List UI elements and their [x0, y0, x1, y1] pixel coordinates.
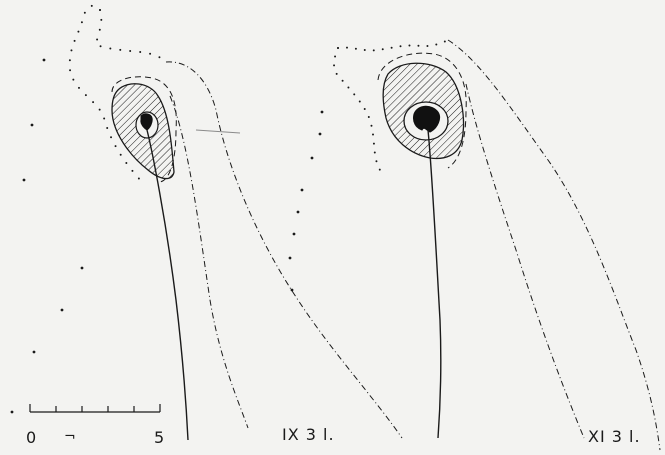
- panel-label-left: IX 3 l.: [282, 425, 335, 444]
- left-solid-stalk: [146, 129, 189, 441]
- panel-left: [10, 4, 403, 441]
- panel-label-right: XI 3 l.: [588, 427, 641, 446]
- scale-bar-label-mark: ¬: [64, 429, 76, 445]
- right-solid-stalk: [427, 129, 442, 439]
- right-dark-nucleus: [413, 105, 441, 133]
- scale-bar-line: [29, 404, 161, 413]
- left-stray-mark: [195, 129, 241, 134]
- right-dashdot-inner: [465, 83, 585, 439]
- left-dark-nucleus: [140, 113, 153, 131]
- scale-bar-label-end: 5: [154, 428, 164, 447]
- panel-right: [288, 39, 661, 451]
- right-dashdot-outline: [447, 39, 661, 451]
- scale-bar-label-start: 0: [26, 428, 36, 447]
- scale-bar: 0 5 ¬: [26, 404, 164, 447]
- left-scattered-dots: [10, 58, 84, 414]
- right-scattered-dots: [288, 110, 324, 292]
- left-dashdot-inner: [169, 95, 249, 429]
- left-dotted-outline: [68, 4, 143, 183]
- left-dashdot-outline: [165, 61, 403, 439]
- right-dashed-envelope: [377, 52, 467, 169]
